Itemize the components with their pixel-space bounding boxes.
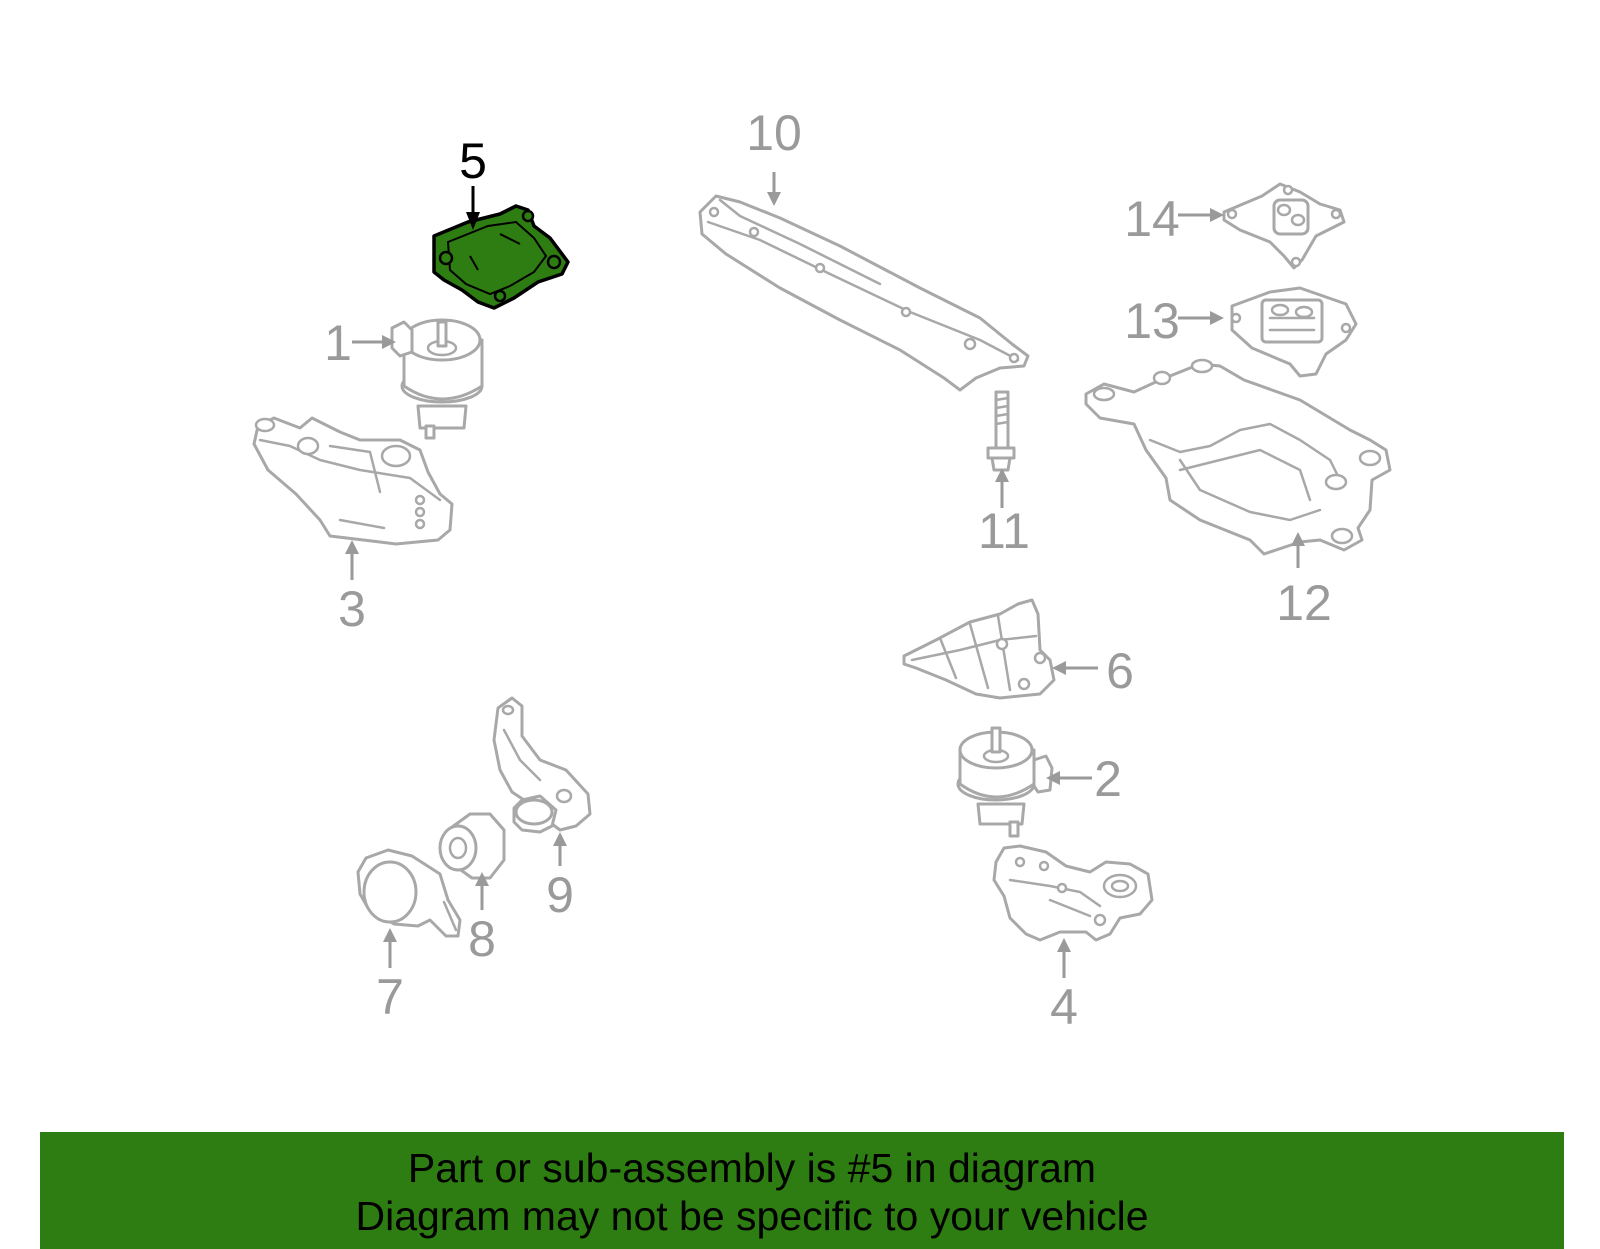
part-5-highlighted[interactable] [432, 204, 570, 310]
part-2-engine-mount[interactable] [956, 726, 1054, 838]
callout-9[interactable]: 9 [546, 867, 574, 923]
banner-line-1: Part or sub-assembly is #5 in diagram [407, 1145, 1097, 1191]
callout-10[interactable]: 10 [746, 105, 802, 161]
part-1-engine-mount[interactable] [390, 318, 484, 440]
callout-2[interactable]: 2 [1094, 751, 1122, 807]
callout-12[interactable]: 12 [1276, 575, 1332, 631]
info-banner: Part or sub-assembly is #5 in diagram Di… [40, 1132, 1564, 1249]
banner-line-2: Diagram may not be specific to your vehi… [355, 1193, 1149, 1239]
part-13-transmission-mount[interactable] [1230, 286, 1358, 378]
part-14-mount[interactable] [1222, 182, 1346, 270]
callout-6[interactable]: 6 [1106, 643, 1134, 699]
part-11-bolt[interactable] [986, 390, 1016, 472]
callout-13[interactable]: 13 [1124, 293, 1180, 349]
part-10-cross-member[interactable] [698, 194, 1030, 392]
callout-4[interactable]: 4 [1050, 979, 1078, 1035]
callout-3[interactable]: 3 [338, 581, 366, 637]
callout-14[interactable]: 14 [1124, 191, 1180, 247]
callout-arrows [345, 172, 1305, 978]
part-9-mount-arm[interactable] [492, 696, 592, 834]
callout-11[interactable]: 11 [978, 503, 1030, 559]
part-6-bracket[interactable] [902, 598, 1056, 700]
callout-8[interactable]: 8 [468, 911, 496, 967]
part-8-bushing[interactable] [438, 812, 506, 880]
callout-5[interactable]: 5 [459, 133, 487, 189]
part-7-mount[interactable] [356, 848, 462, 938]
part-12-subframe[interactable] [1084, 358, 1392, 556]
part-3-bracket[interactable] [252, 416, 454, 546]
callout-7[interactable]: 7 [376, 969, 404, 1025]
callout-1[interactable]: 1 [324, 315, 352, 371]
part-4-bracket[interactable] [992, 844, 1154, 942]
callout-labels: 5 1 3 10 11 14 13 12 6 2 4 9 8 7 [324, 105, 1332, 1035]
